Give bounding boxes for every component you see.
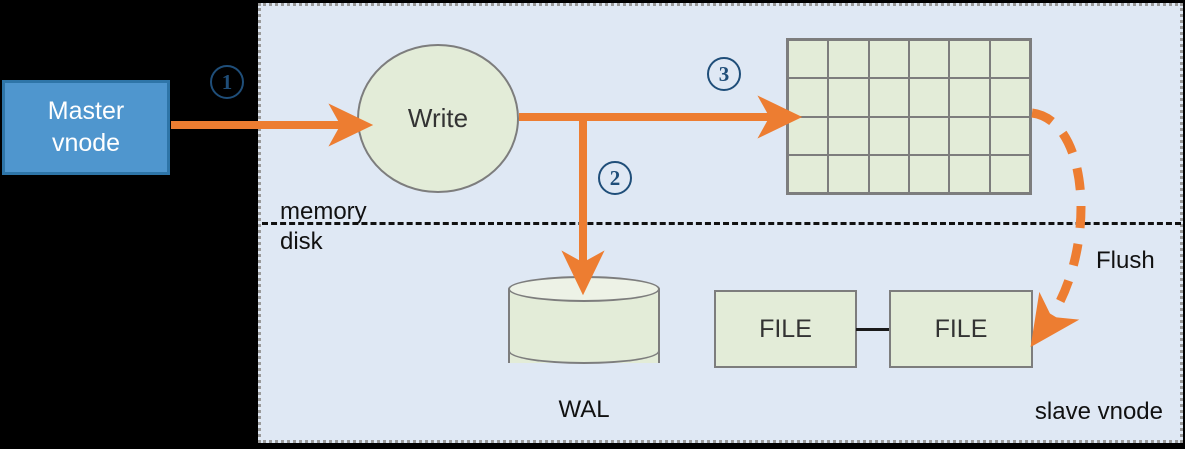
- memory-grid-cell: [908, 116, 950, 155]
- memory-grid-cell: [908, 154, 950, 193]
- memory-grid-cell: [788, 40, 829, 79]
- memory-grid-cell: [908, 78, 950, 117]
- memory-grid-cell: [949, 78, 990, 117]
- wal-cylinder[interactable]: [508, 276, 660, 376]
- master-vnode-box[interactable]: Master vnode: [2, 80, 170, 175]
- file-box-right-label: FILE: [934, 314, 988, 343]
- disk-label: disk: [280, 228, 323, 255]
- file-connector-line: [856, 328, 890, 331]
- memory-disk-divider: [262, 222, 1181, 225]
- memory-grid-cell: [828, 154, 869, 193]
- memory-grid-cell: [949, 154, 990, 193]
- memory-grid-cell: [989, 40, 1030, 79]
- memory-table-grid: [786, 38, 1032, 195]
- step-badge-1: 1: [210, 65, 244, 99]
- file-box-left-label: FILE: [759, 314, 812, 343]
- write-node[interactable]: Write: [357, 44, 519, 193]
- memory-grid-cell: [788, 78, 829, 117]
- memory-grid-cell: [868, 40, 909, 79]
- file-box-left[interactable]: FILE: [714, 290, 857, 368]
- memory-label: memory: [280, 198, 367, 225]
- step-badge-3: 3: [707, 57, 741, 91]
- flush-label: Flush: [1096, 247, 1155, 274]
- memory-grid-cell: [868, 116, 909, 155]
- memory-grid-cell: [868, 154, 909, 193]
- memory-grid-cell: [868, 78, 909, 117]
- wal-label: WAL: [558, 396, 610, 423]
- memory-grid-cell: [989, 116, 1030, 155]
- write-node-label: Write: [407, 103, 469, 133]
- memory-grid-cell: [989, 154, 1030, 193]
- memory-grid-cell: [908, 40, 950, 79]
- step-badge-2: 2: [598, 161, 632, 195]
- memory-grid-cell: [949, 116, 990, 155]
- slave-vnode-label: slave vnode: [1034, 398, 1163, 425]
- memory-grid-cell: [949, 40, 990, 79]
- wal-cylinder-top: [508, 276, 660, 302]
- master-vnode-label-line1: Master: [47, 96, 125, 125]
- memory-grid-cell: [828, 116, 869, 155]
- memory-grid-cell: [989, 78, 1030, 117]
- wal-cylinder-bottom: [508, 338, 660, 364]
- master-vnode-label-line2: vnode: [51, 128, 121, 157]
- file-box-right[interactable]: FILE: [889, 290, 1033, 368]
- memory-grid-cell: [788, 116, 829, 155]
- memory-grid-cell: [828, 78, 869, 117]
- memory-grid-cell: [828, 40, 869, 79]
- memory-grid-cell: [788, 154, 829, 193]
